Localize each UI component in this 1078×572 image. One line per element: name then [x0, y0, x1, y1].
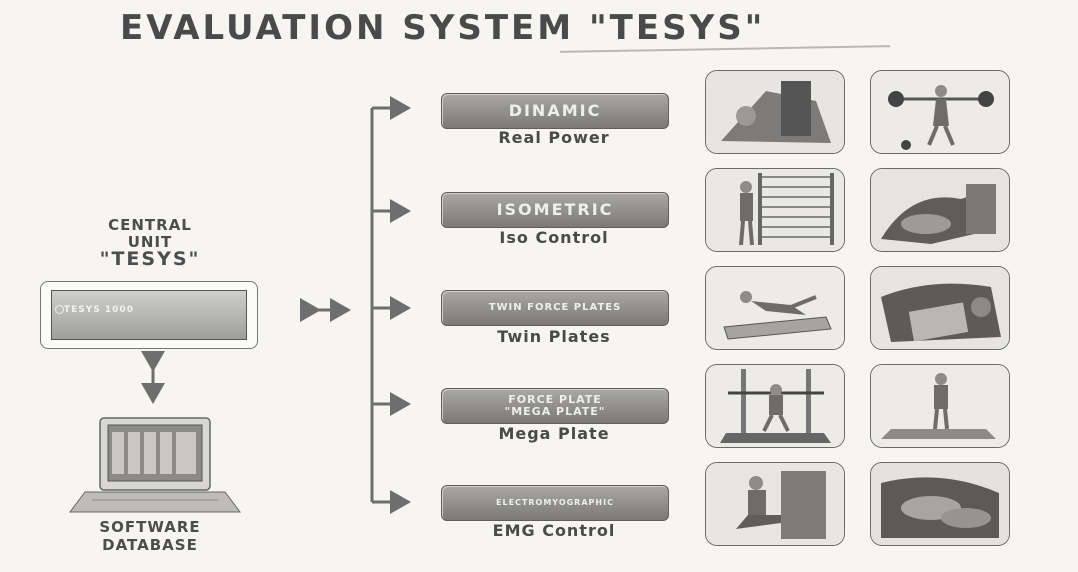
module-label: DINAMIC — [508, 101, 602, 120]
photo-mega-plate-squat-rack — [705, 364, 845, 448]
module-dinamic: DINAMIC — [441, 93, 669, 129]
photo-isometric-wall-bars — [705, 168, 845, 252]
central-unit-line1: CENTRAL — [108, 216, 192, 234]
module-sub-dinamic: Real Power — [498, 128, 610, 147]
photo-dinamic-athlete — [870, 70, 1010, 154]
module-isometric: ISOMETRIC — [441, 192, 669, 228]
software-database-label: SOFTWARE DATABASE — [55, 518, 245, 554]
central-unit-line2: UNIT — [127, 233, 173, 251]
module-label: ISOMETRIC — [496, 200, 614, 219]
photo-isometric-leg-press — [870, 168, 1010, 252]
module-label-line2: "MEGA PLATE" — [504, 405, 606, 418]
photo-dinamic-machine — [705, 70, 845, 154]
diagram-title: EVALUATION SYSTEM "TESYS" — [120, 8, 766, 48]
device-front-panel: TESYS 1000 — [51, 290, 247, 340]
module-force-plate: FORCE PLATE "MEGA PLATE" — [441, 388, 669, 424]
central-unit-device: TESYS 1000 — [40, 281, 258, 349]
module-sub-emg: EMG Control — [492, 521, 616, 540]
photo-twin-plates-jump — [705, 266, 845, 350]
computer-icon — [69, 417, 241, 513]
module-label: ELECTROMYOGRAPHIC — [496, 498, 614, 507]
module-sub-mega-plate: Mega Plate — [498, 424, 610, 443]
module-label-line1: FORCE PLATE — [508, 393, 602, 406]
module-sub-isometric: Iso Control — [499, 228, 609, 247]
power-knob-icon — [55, 305, 64, 314]
module-sub-twin-plates: Twin Plates — [497, 327, 611, 346]
photo-mega-plate-standing — [870, 364, 1010, 448]
photo-emg-legs — [870, 462, 1010, 546]
central-unit-label: CENTRAL UNIT "TESYS" — [55, 216, 245, 270]
central-unit-line3: "TESYS" — [99, 248, 201, 270]
module-twin-force-plates: TWIN FORCE PLATES — [441, 290, 669, 326]
device-label: TESYS 1000 — [64, 305, 134, 315]
module-electromyographic: ELECTROMYOGRAPHIC — [441, 485, 669, 521]
software-line2: DATABASE — [102, 536, 198, 554]
module-label: TWIN FORCE PLATES — [488, 302, 622, 313]
photo-twin-plates-feet — [870, 266, 1010, 350]
photo-emg-seated — [705, 462, 845, 546]
software-line1: SOFTWARE — [99, 518, 201, 536]
